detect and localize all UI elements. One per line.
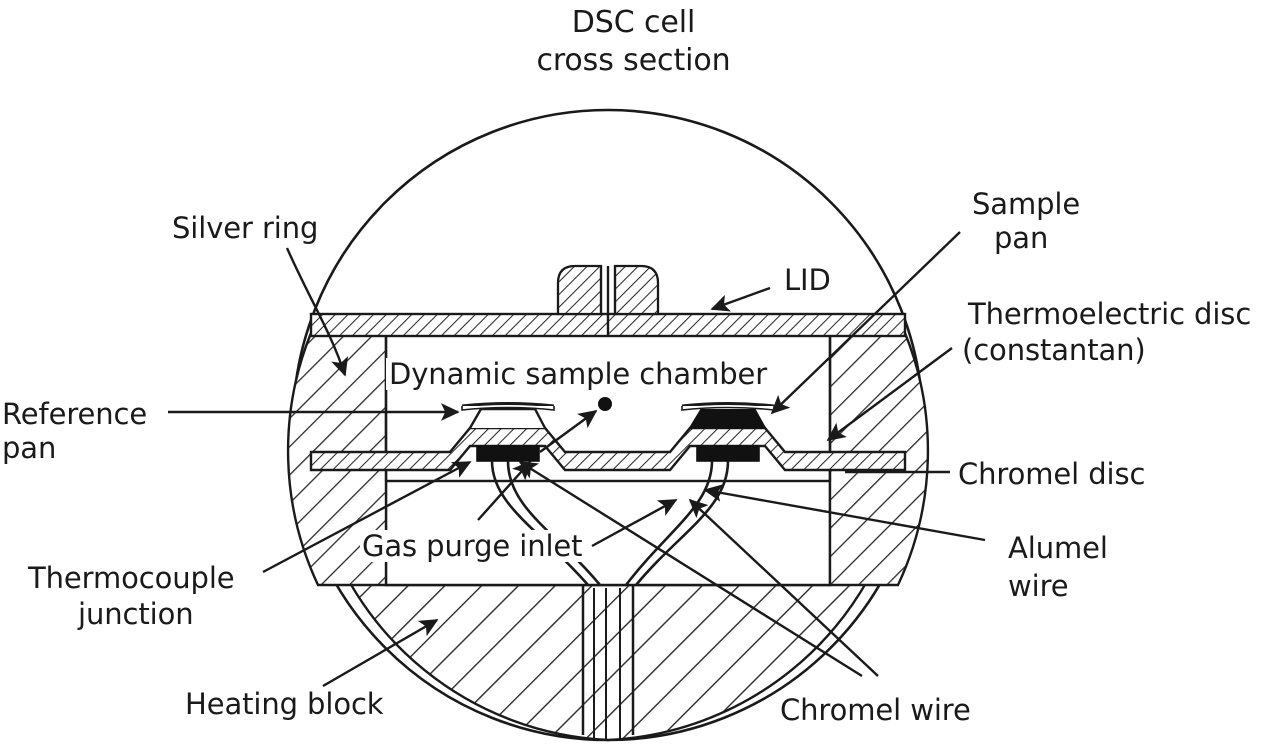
leader-chromel-wire-right xyxy=(688,498,879,677)
lid-assembly xyxy=(309,264,907,338)
leader-lid xyxy=(710,286,771,312)
label-alumel-wire-line1: Alumel xyxy=(1008,531,1108,565)
label-chromel-wire: Chromel wire xyxy=(780,693,971,727)
label-heating-block: Heating block xyxy=(185,687,384,721)
reference-pan xyxy=(461,402,555,429)
leader-sample-pan xyxy=(770,231,961,415)
leader-alumel-wire xyxy=(703,484,986,542)
label-dynamic-sample-chamber: Dynamic sample chamber xyxy=(386,358,771,390)
sample-material xyxy=(688,409,767,429)
label-sample-pan-line1: Sample xyxy=(972,187,1081,221)
figure-title-line-2: cross section xyxy=(536,43,731,79)
leader-dynamic-sample-chamber xyxy=(539,409,598,453)
label-thermocouple-junction-line1: Thermocouple xyxy=(28,561,235,595)
label-silver-ring: Silver ring xyxy=(172,211,319,245)
label-thermocouple-junction-line2: junction xyxy=(78,597,194,631)
dynamic-sample-chamber-marker-dot xyxy=(598,397,612,411)
label-gas-purge-inlet: Gas purge inlet xyxy=(360,529,585,563)
label-sample-pan-line2: pan xyxy=(994,221,1049,255)
label-thermoelectric-disc-line1: Thermoelectric disc xyxy=(968,297,1252,331)
leader-lines xyxy=(168,231,986,688)
leader-gas-purge-inlet-b xyxy=(591,498,678,548)
chromel-disc-reference xyxy=(476,445,540,462)
leader-thermocouple-junction xyxy=(262,460,472,574)
figure-title-line-1: DSC cell xyxy=(571,5,696,40)
label-reference-pan-line1: Reference xyxy=(2,397,148,431)
label-chromel-disc: Chromel disc xyxy=(958,457,1146,491)
label-thermoelectric-disc-line2: (constantan) xyxy=(962,333,1146,367)
chromel-disc-sample xyxy=(696,445,760,462)
leader-silver-ring xyxy=(285,247,349,377)
central-tube-and-wires xyxy=(490,460,730,741)
label-lid: LID xyxy=(784,263,831,297)
leader-heating-block xyxy=(322,618,439,688)
sample-pan xyxy=(681,402,775,429)
leader-chromel-wire-left xyxy=(518,460,863,678)
label-alumel-wire-line2: wire xyxy=(1008,569,1069,603)
leader-thermoelectric-disc xyxy=(826,347,953,442)
label-reference-pan-line2: pan xyxy=(2,431,57,465)
